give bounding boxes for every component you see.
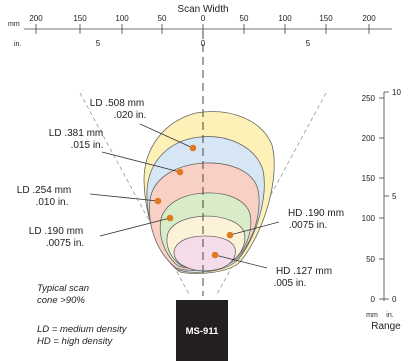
range-in-label: 0 bbox=[392, 295, 397, 304]
range-mm-label: 0 bbox=[371, 295, 376, 304]
scan-width-mm-label: 100 bbox=[115, 14, 129, 23]
scan-width-mm-label: 200 bbox=[29, 14, 43, 23]
label-ld-508-mm: LD .508 mm bbox=[90, 98, 144, 109]
range-title: Range bbox=[371, 321, 401, 332]
leader-ld-381 bbox=[101, 151, 181, 173]
scanner-label: MS-911 bbox=[186, 326, 219, 337]
scan-width-mm-label: 50 bbox=[240, 14, 249, 23]
range-in-label: 10 bbox=[392, 88, 401, 97]
scan-width-mm-label: 0 bbox=[201, 14, 206, 23]
label-hd-190-mm: HD .190 mm bbox=[288, 208, 344, 219]
label-ld-254-mm: LD .254 mm bbox=[17, 185, 71, 196]
typical-scan-note-line2: cone >90% bbox=[37, 295, 85, 306]
zone-hd-127 bbox=[173, 235, 236, 272]
range-mm-unit: mm bbox=[366, 312, 378, 319]
dot-ld-381 bbox=[176, 168, 184, 176]
hd-legend: HD = high density bbox=[37, 336, 113, 347]
range-in-label: 5 bbox=[392, 192, 397, 201]
range-mm-label: 50 bbox=[366, 255, 375, 264]
dot-hd-127 bbox=[211, 251, 219, 259]
label-ld-508-in: .020 in. bbox=[114, 110, 147, 121]
scan-width-in-label: 0 bbox=[201, 39, 206, 48]
label-ld-381-in: .015 in. bbox=[71, 140, 104, 151]
label-ld-254-in: .010 in. bbox=[36, 197, 69, 208]
scan-width-in-unit: in. bbox=[14, 41, 21, 48]
range-mm-label: 200 bbox=[362, 134, 376, 143]
range-mm-label: 150 bbox=[362, 174, 376, 183]
label-ld-381-mm: LD .381 mm bbox=[49, 128, 103, 139]
label-hd-127-in: .005 in. bbox=[274, 278, 307, 289]
label-ld-190-mm: LD .190 mm bbox=[29, 226, 83, 237]
scan-width-mm-unit: mm bbox=[8, 21, 20, 28]
leader-ld-254 bbox=[89, 193, 159, 202]
dot-ld-190 bbox=[166, 214, 174, 222]
scan-width-in-label: 5 bbox=[306, 39, 311, 48]
dot-ld-508 bbox=[189, 144, 197, 152]
leader-ld-190 bbox=[99, 217, 171, 237]
dot-hd-190 bbox=[226, 231, 234, 239]
scan-width-title: Scan Width bbox=[177, 4, 228, 15]
typical-scan-note-line1: Typical scan bbox=[37, 283, 89, 294]
ld-legend: LD = medium density bbox=[37, 324, 128, 335]
leader-ld-508 bbox=[139, 123, 194, 149]
scan-width-in-label: 5 bbox=[96, 39, 101, 48]
scan-width-mm-label: 200 bbox=[362, 14, 376, 23]
scanner-body bbox=[176, 300, 228, 361]
label-hd-190-in: .0075 in. bbox=[289, 220, 327, 231]
scan-width-mm-label: 150 bbox=[319, 14, 333, 23]
range-mm-label: 250 bbox=[362, 94, 376, 103]
scan-width-mm-label: 100 bbox=[278, 14, 292, 23]
leader-hd-190 bbox=[229, 221, 280, 236]
dot-ld-254 bbox=[154, 197, 162, 205]
label-ld-190-in: .0075 in. bbox=[46, 238, 84, 249]
scan-width-mm-label: 50 bbox=[158, 14, 167, 23]
label-hd-127-mm: HD .127 mm bbox=[276, 266, 332, 277]
scan-width-mm-label: 150 bbox=[73, 14, 87, 23]
range-in-unit: in. bbox=[386, 312, 393, 319]
leader-hd-127 bbox=[214, 254, 268, 269]
range-mm-label: 100 bbox=[362, 214, 376, 223]
